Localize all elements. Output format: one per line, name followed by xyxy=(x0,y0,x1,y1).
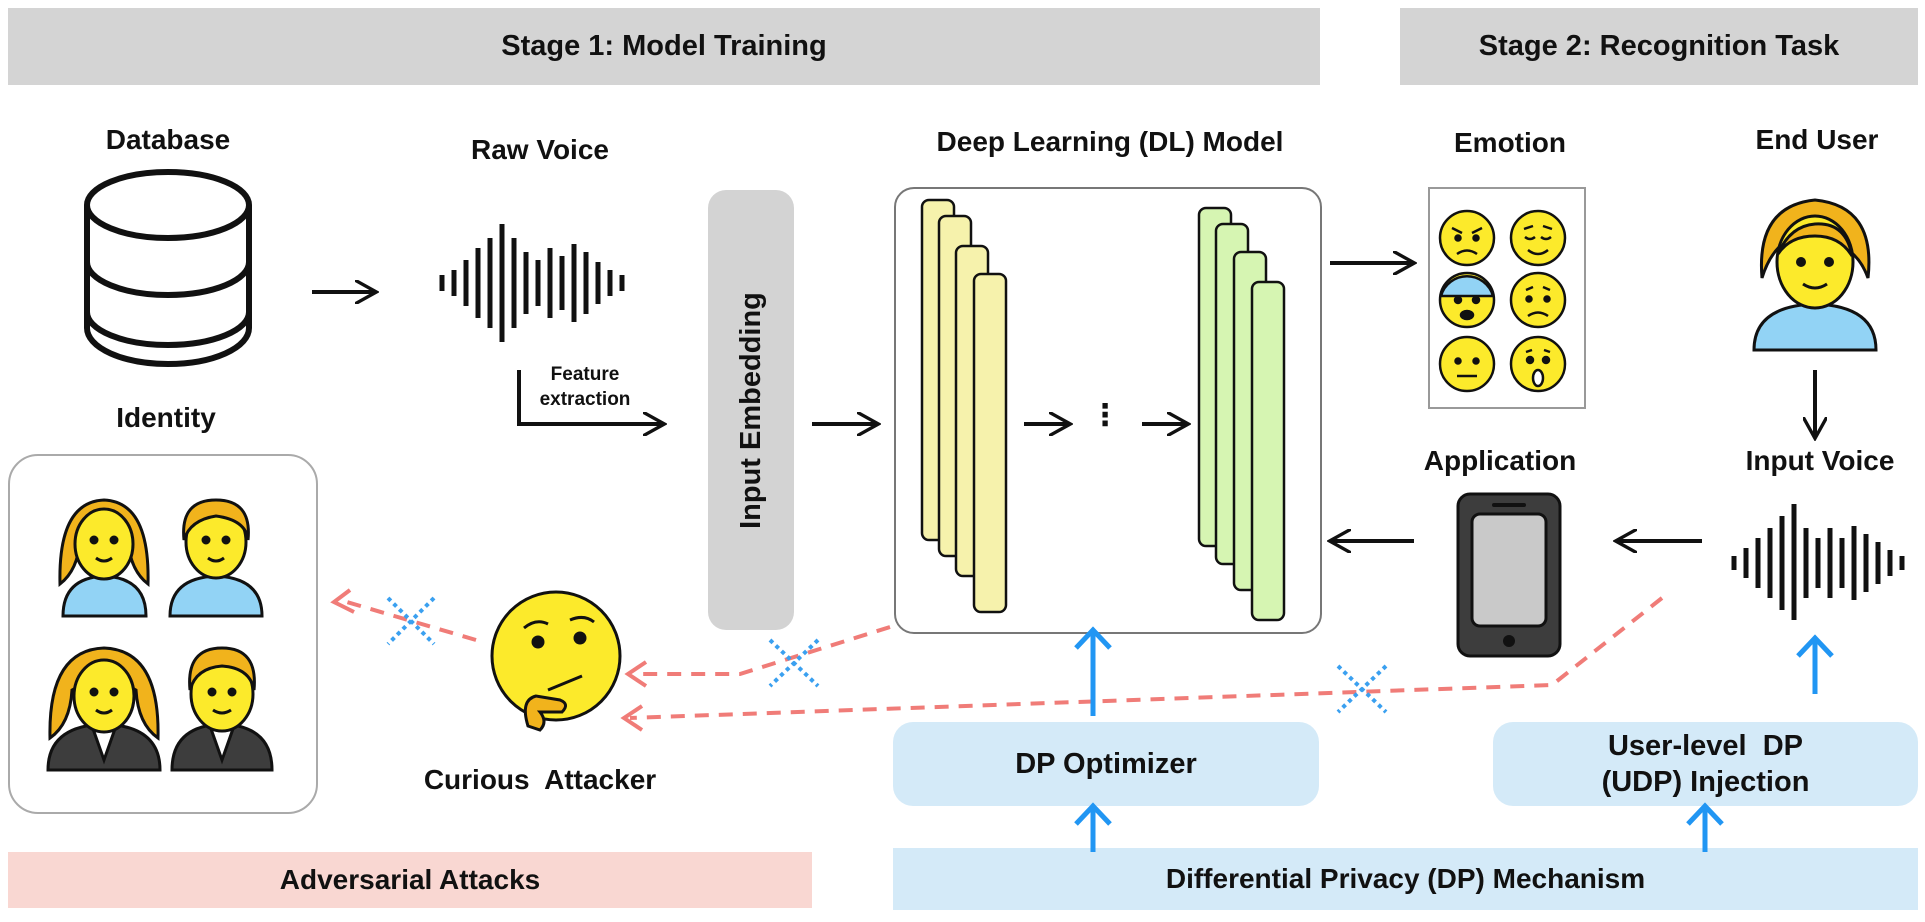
woman-icon xyxy=(58,498,150,618)
input-embedding-block: Input Embedding xyxy=(708,190,794,630)
attack-arrowhead-voice xyxy=(620,704,644,732)
emotion-label: Emotion xyxy=(1454,127,1566,158)
yellow-layer-stack xyxy=(920,198,1008,614)
attack-line-model-to-attacker xyxy=(636,625,891,676)
attack-arrowhead-identity xyxy=(330,588,355,614)
feature-extraction-label: Feature extraction xyxy=(520,362,650,412)
database-label: Database xyxy=(105,124,231,155)
udp-to-input-voice-arrow xyxy=(1796,634,1834,694)
emotion-emoji-grid xyxy=(1438,209,1567,393)
stage1-header: Stage 1: Model Training xyxy=(8,8,1320,85)
stage2-title: Stage 2: Recognition Task xyxy=(1478,30,1840,62)
input-voice-label: Input Voice xyxy=(1745,445,1895,476)
stage2-header: Stage 2: Recognition Task xyxy=(1400,8,1918,85)
confused-face-icon xyxy=(1509,271,1567,329)
fearful-face-icon xyxy=(1438,271,1496,329)
database-icon xyxy=(84,169,252,367)
block-x-model xyxy=(768,638,820,688)
smartphone-icon xyxy=(1456,492,1562,658)
dp-mechanism-label: Differential Privacy (DP) Mechanism xyxy=(1165,863,1646,894)
man-icon xyxy=(168,498,264,618)
relieved-face-icon xyxy=(1509,209,1567,267)
udp-injection-box: User-level DP (UDP) Injection xyxy=(1493,722,1918,806)
dp-optimizer-label: DP Optimizer xyxy=(1015,747,1197,780)
raw-voice-waveform-icon xyxy=(439,224,625,342)
block-x-identity xyxy=(386,596,436,646)
dp-mechanism-to-udp-arrow xyxy=(1686,802,1724,852)
block-x-voice xyxy=(1336,664,1388,714)
adversarial-attacks-label: Adversarial Attacks xyxy=(279,864,541,895)
udp-label-line1: User-level DP xyxy=(1607,730,1804,762)
thinking-face-icon xyxy=(490,590,622,732)
dp-optimizer-to-model-arrow xyxy=(1074,626,1112,716)
identity-people-icons xyxy=(46,498,274,772)
attack-arrowhead-model xyxy=(624,660,648,688)
feature-label-line1: Feature xyxy=(550,364,620,385)
application-label: Application xyxy=(1423,445,1577,476)
dp-optimizer-box: DP Optimizer xyxy=(893,722,1319,806)
feature-extraction-arrow xyxy=(517,370,662,424)
attack-line-voice-to-attacker xyxy=(629,596,1664,720)
adversarial-attacks-bar: Adversarial Attacks xyxy=(8,852,812,908)
stage1-title: Stage 1: Model Training xyxy=(501,30,827,62)
feature-label-line2: extraction xyxy=(539,389,631,410)
end-user-label: End User xyxy=(1755,124,1879,155)
udp-label-line2: (UDP) Injection xyxy=(1601,766,1810,798)
angry-face-icon xyxy=(1438,209,1496,267)
green-layer-stack xyxy=(1197,206,1286,622)
dp-mechanism-bar: Differential Privacy (DP) Mechanism xyxy=(893,848,1918,910)
neutral-face-icon xyxy=(1438,335,1496,393)
ellipsis-label: ⋮ xyxy=(1090,399,1120,432)
businessman-icon xyxy=(170,646,274,772)
identity-label: Identity xyxy=(116,402,216,433)
attack-line-attacker-to-identity xyxy=(339,598,477,642)
dp-mechanism-to-optimizer-arrow xyxy=(1074,802,1112,852)
raw-voice-label: Raw Voice xyxy=(471,134,609,165)
dl-model-label: Deep Learning (DL) Model xyxy=(936,126,1284,157)
surprised-face-icon xyxy=(1509,335,1567,393)
curious-attacker-label: Curious Attacker xyxy=(423,764,657,795)
input-voice-waveform-icon xyxy=(1731,504,1905,620)
businesswoman-icon xyxy=(46,646,162,772)
end-user-icon xyxy=(1752,198,1878,352)
